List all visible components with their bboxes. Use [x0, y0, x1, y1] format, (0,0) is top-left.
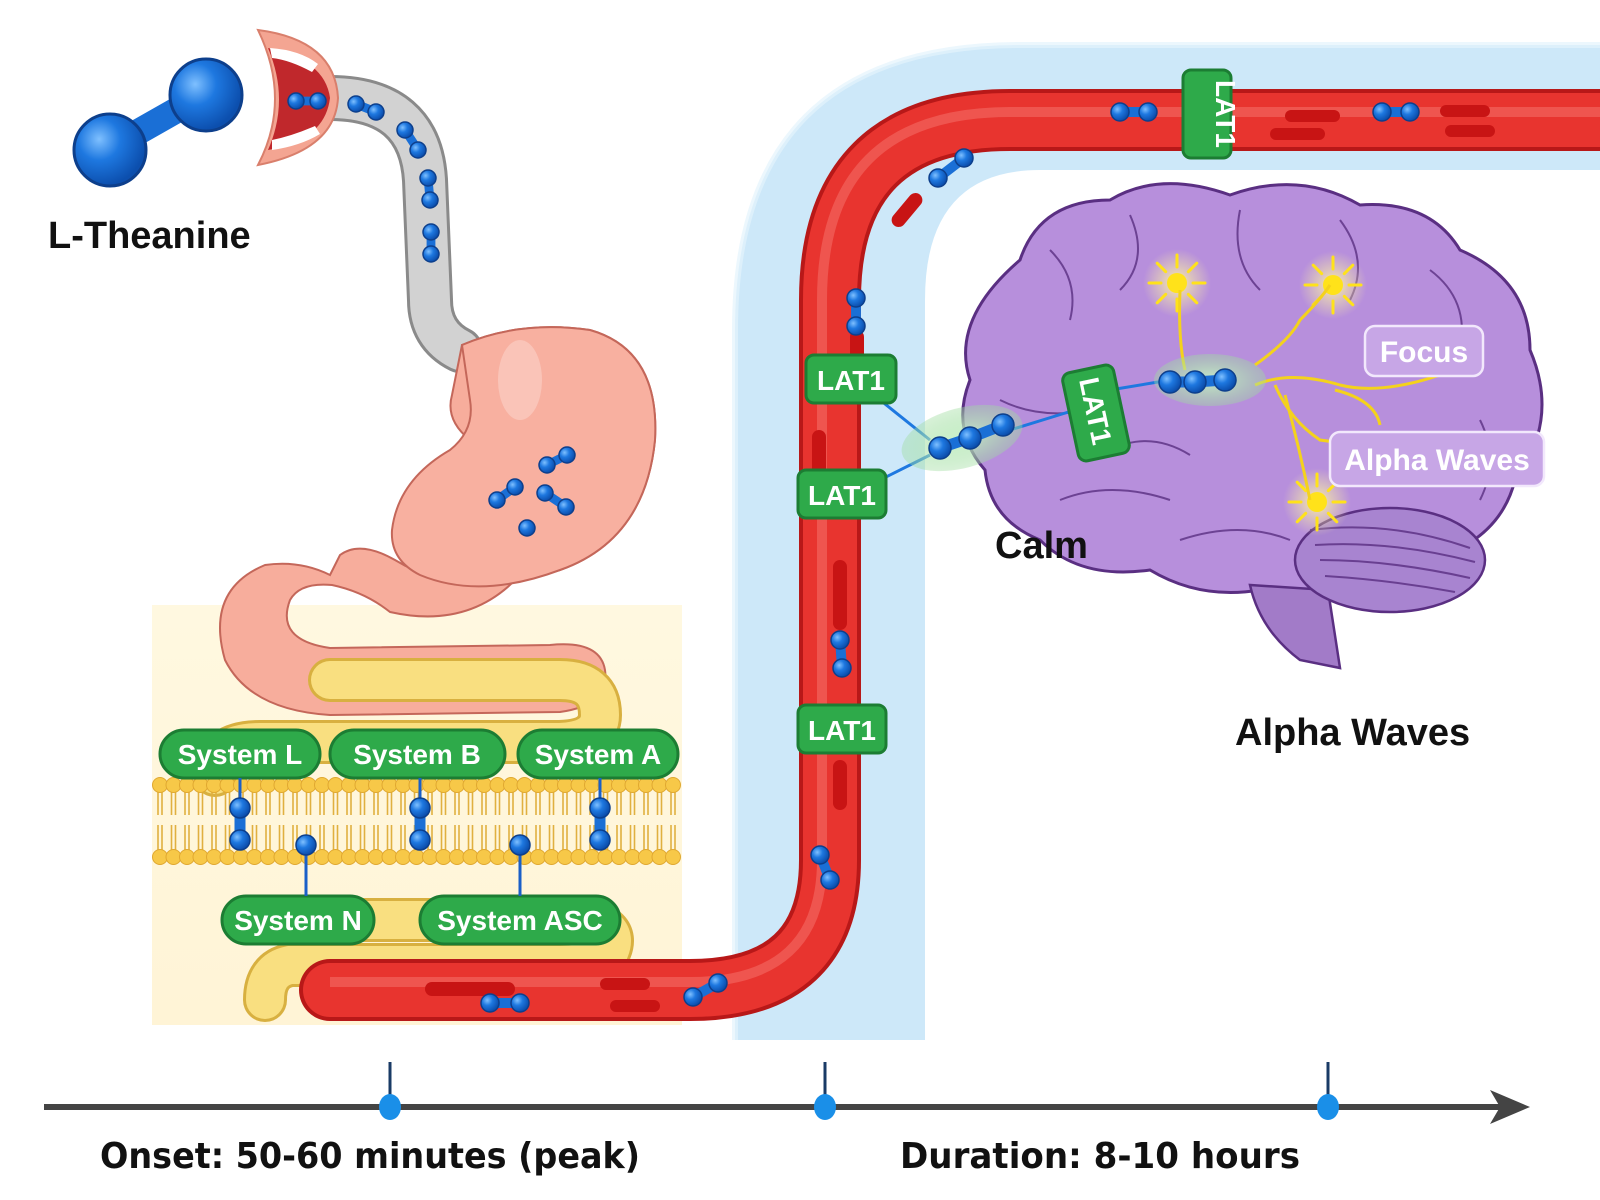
- molecule-icon: [536, 484, 575, 516]
- lat1-vessel-3: LAT1: [796, 703, 888, 755]
- molecule-icon: [480, 993, 530, 1013]
- svg-text:Focus: Focus: [1380, 336, 1468, 369]
- molecule-icon: [1372, 102, 1420, 122]
- molecule-icon: [830, 630, 852, 678]
- svg-text:LAT1: LAT1: [808, 715, 876, 746]
- molecule-crossing-icon: [229, 797, 251, 851]
- svg-text:System L: System L: [178, 739, 303, 770]
- molecule-icon: [1110, 102, 1158, 122]
- lat1-vessel-2: LAT1: [796, 468, 888, 520]
- molecule-icon: [347, 95, 385, 121]
- blood-vessel: [299, 89, 1600, 1021]
- focus-tag: Focus: [1363, 324, 1485, 378]
- alpha-waves-tag: Alpha Waves: [1328, 430, 1546, 488]
- lat1-blood-brain-barrier: LAT1: [1061, 363, 1131, 463]
- lat1-vessel-top: LAT1: [1181, 68, 1241, 160]
- molecule-crossing-icon: [409, 797, 431, 851]
- timeline-arrow-icon: [1490, 1090, 1530, 1124]
- svg-text:System N: System N: [234, 905, 362, 936]
- molecule-icon: [683, 973, 728, 1007]
- timeline-marker: [814, 1062, 836, 1120]
- molecule-pin-icon: [509, 834, 531, 896]
- molecule-chain-icon: [1158, 368, 1237, 394]
- molecule-icon: [287, 92, 327, 110]
- transporter-system-n: System N: [220, 894, 376, 946]
- neural-pathways: [1178, 284, 1441, 501]
- molecule-icon: [419, 169, 439, 209]
- svg-text:LAT1: LAT1: [1210, 80, 1241, 148]
- lat1-vessel-1: LAT1: [804, 353, 898, 405]
- transporter-system-a: System A: [516, 728, 680, 780]
- molecule-icon: [488, 478, 524, 509]
- svg-text:System ASC: System ASC: [437, 905, 602, 936]
- svg-text:Alpha Waves: Alpha Waves: [1344, 444, 1530, 477]
- calm-label: Calm: [995, 525, 1088, 567]
- svg-text:System A: System A: [535, 739, 662, 770]
- transporter-system-asc: System ASC: [418, 894, 622, 946]
- spark-icon: [1143, 249, 1211, 317]
- brain: [961, 182, 1544, 670]
- molecule-pin-icon: [295, 834, 317, 896]
- molecule-icon: [538, 446, 576, 474]
- molecule-icon: [422, 223, 440, 263]
- transporter-system-b: System B: [328, 728, 507, 780]
- molecule-icon: [810, 845, 840, 890]
- svg-text:LAT1: LAT1: [817, 365, 885, 396]
- alpha-waves-caption: Alpha Waves: [1235, 712, 1470, 754]
- molecules-layer: [229, 92, 1420, 1013]
- timeline-marker: [1317, 1062, 1339, 1120]
- transporter-system-l: System L: [158, 728, 322, 780]
- timeline: [44, 1062, 1530, 1124]
- molecule-icon: [846, 288, 866, 336]
- svg-text:System B: System B: [353, 739, 481, 770]
- duration-label: Duration: 8-10 hours: [900, 1136, 1300, 1177]
- molecule-icon: [928, 148, 974, 188]
- molecule-chain-icon: [928, 413, 1015, 460]
- l-theanine-title: L-Theanine: [48, 215, 251, 257]
- timeline-marker: [379, 1062, 401, 1120]
- lipid-bilayer: [152, 777, 681, 865]
- svg-text:LAT1: LAT1: [808, 480, 876, 511]
- molecule-icon: [396, 121, 427, 159]
- molecule-crossing-icon: [589, 797, 611, 851]
- l-theanine-molecule-icon: [72, 57, 244, 188]
- onset-label: Onset: 50-60 minutes (peak): [100, 1136, 640, 1177]
